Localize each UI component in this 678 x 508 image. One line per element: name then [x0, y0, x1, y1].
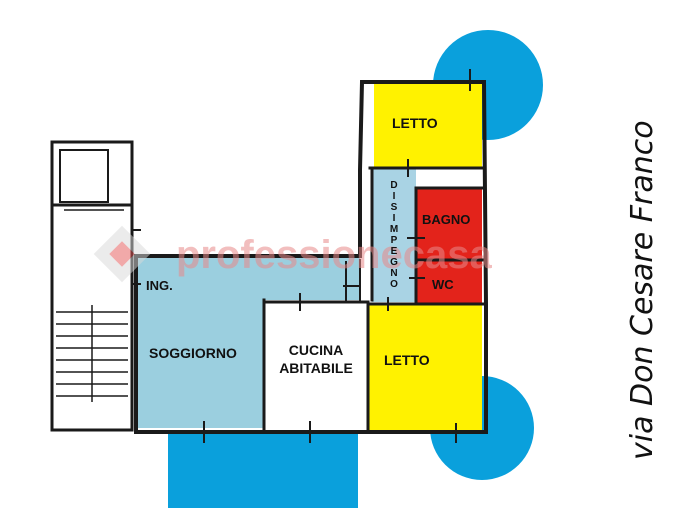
disimpegno-letter: I — [393, 213, 396, 224]
label-wc: WC — [432, 277, 454, 292]
label-bagno: BAGNO — [422, 212, 470, 227]
room-bedroom-top — [374, 82, 482, 168]
stairwell — [50, 140, 134, 432]
room-living — [138, 258, 360, 428]
disimpegno-letter: S — [391, 202, 398, 213]
label-soggiorno: SOGGIORNO — [149, 345, 237, 361]
label-letto-bottom: LETTO — [384, 352, 430, 368]
room-corridor — [372, 168, 416, 302]
disimpegno-letter: M — [390, 224, 398, 235]
room-kitchen — [264, 300, 368, 428]
disimpegno-letter: G — [390, 257, 398, 268]
balcony-bottom — [168, 432, 358, 508]
room-wc — [416, 260, 482, 304]
walls — [130, 69, 488, 443]
label-letto-top: LETTO — [392, 115, 438, 131]
disimpegno-letter: O — [390, 279, 398, 290]
watermark-text: professionecasa — [176, 233, 492, 277]
street-label: via Don Cesare Franco — [625, 120, 660, 460]
label-abitabile: ABITABILE — [279, 360, 353, 376]
room-bedroom-bottom — [368, 304, 482, 430]
label-cucina: CUCINA — [289, 342, 343, 358]
disimpegno-letter: E — [391, 246, 398, 257]
disimpegno-letter: P — [391, 235, 398, 246]
disimpegno-letter: N — [390, 268, 397, 279]
label-ingresso: ING. — [146, 278, 173, 293]
disimpegno-letter: D — [390, 180, 397, 191]
room-bathroom — [416, 188, 482, 260]
disimpegno-letter: I — [393, 191, 396, 202]
